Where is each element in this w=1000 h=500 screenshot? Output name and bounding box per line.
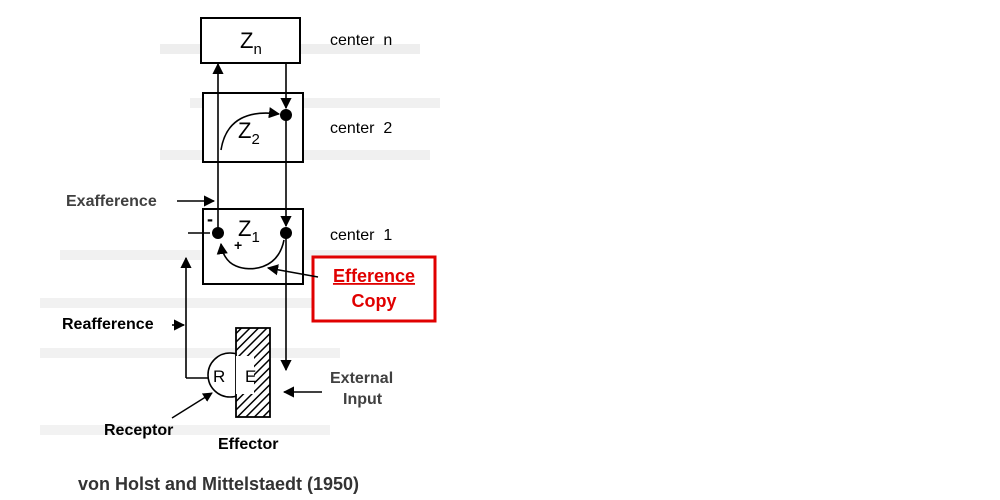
efference-copy-loop-arrow <box>216 239 285 270</box>
afferent-line <box>180 62 224 378</box>
center-n-box: Zn <box>200 17 301 64</box>
effector-label: Effector <box>218 436 278 453</box>
center-1-symbol: Z1 <box>238 216 260 246</box>
center-n-symbol: Zn <box>240 28 262 58</box>
center-2-label: center 2 <box>330 120 392 137</box>
center-2-node <box>280 109 292 121</box>
citation-caption: von Holst and Mittelstaedt (1950) <box>78 474 359 494</box>
plus-sign: + <box>234 237 242 253</box>
efference-copy-pointer <box>266 264 319 278</box>
minus-sign: - <box>207 209 213 229</box>
receptor-letter: R <box>213 367 225 386</box>
center-2-symbol: Z2 <box>238 118 260 148</box>
center-1-efferent-node <box>280 227 292 239</box>
external-input-label-line1: External <box>330 370 393 387</box>
exafference-label: Exafference <box>66 193 157 210</box>
center-n-label: center n <box>330 32 392 49</box>
center-1-label: center 1 <box>330 227 392 244</box>
center-2-internal-arrow <box>220 107 281 151</box>
center-1-comparator-node <box>212 227 224 239</box>
receptor-effector-unit: R E <box>186 327 271 418</box>
efference-copy-box: Efference Copy <box>311 255 437 323</box>
reafference-label: Reafference <box>62 316 154 333</box>
efference-copy-line2: Copy <box>352 291 397 311</box>
effector-letter: E <box>245 367 256 386</box>
receptor-label: Receptor <box>104 422 173 439</box>
external-input-label-line2: Input <box>343 391 383 408</box>
efference-copy-line1: Efference <box>333 266 415 286</box>
receptor-pointer <box>171 392 213 419</box>
